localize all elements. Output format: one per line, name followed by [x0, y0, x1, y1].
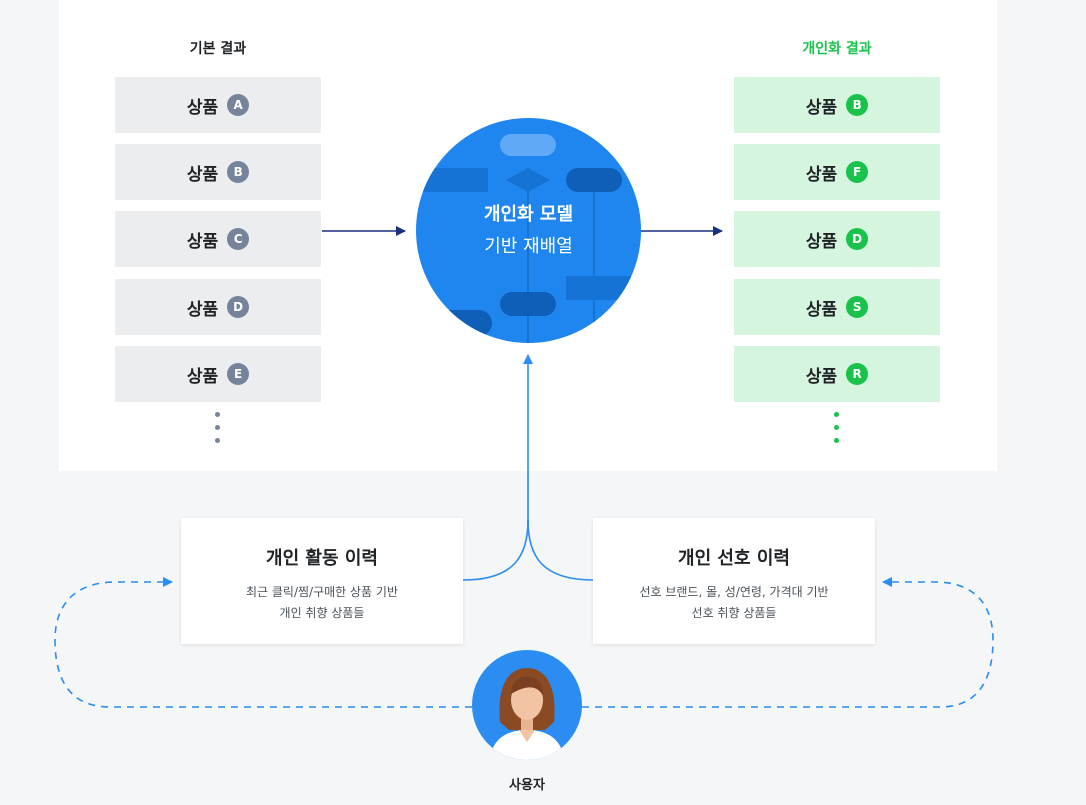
- item-badge: D: [846, 228, 869, 250]
- preference-desc-line1: 선호 브랜드, 몰, 성/연령, 가격대 기반: [639, 585, 829, 599]
- model-title: 개인화 모델: [483, 204, 574, 225]
- item-badge: A: [227, 94, 250, 116]
- base-ellipsis-dots: [215, 412, 221, 451]
- item-label: 상품: [186, 299, 219, 320]
- model-label: 개인화 모델 기반 재배열: [416, 200, 641, 258]
- user-avatar: [472, 650, 582, 760]
- preference-desc-line2: 선호 취향 상품들: [691, 606, 777, 620]
- item-badge: F: [846, 161, 869, 183]
- activity-history-card: 개인 활동 이력 최근 클릭/찜/구매한 상품 기반 개인 취향 상품들: [181, 518, 463, 644]
- base-item: 상품 A: [115, 77, 321, 133]
- base-item: 상품 E: [115, 346, 321, 402]
- flowchart-pattern-icon: [416, 134, 641, 343]
- item-label: 상품: [186, 164, 219, 185]
- item-label: 상품: [805, 164, 838, 185]
- item-badge: R: [846, 363, 869, 385]
- base-item: 상품 D: [115, 279, 321, 335]
- base-item: 상품 B: [115, 144, 321, 200]
- personal-item: 상품 D: [734, 211, 940, 267]
- item-label: 상품: [805, 231, 838, 252]
- personal-item: 상품 R: [734, 346, 940, 402]
- item-badge: C: [227, 228, 250, 250]
- personal-item: 상품 S: [734, 279, 940, 335]
- preference-connector: [527, 519, 594, 581]
- item-label: 상품: [186, 366, 219, 387]
- dashed-loop-right: [582, 577, 994, 708]
- user-label: 사용자: [509, 778, 545, 793]
- item-badge: B: [846, 94, 869, 116]
- personal-ellipsis-dots: [834, 412, 840, 451]
- activity-desc-line2: 개인 취향 상품들: [279, 606, 365, 620]
- woman-avatar-icon: [490, 668, 564, 760]
- preference-card-description: 선호 브랜드, 몰, 성/연령, 가격대 기반 선호 취향 상품들: [593, 582, 875, 624]
- item-badge: B: [227, 161, 250, 183]
- activity-card-description: 최근 클릭/찜/구매한 상품 기반 개인 취향 상품들: [181, 582, 463, 624]
- dashed-loop-left: [54, 577, 472, 708]
- item-label: 상품: [805, 97, 838, 118]
- item-badge: S: [846, 296, 869, 318]
- model-circle: [416, 118, 641, 343]
- item-label: 상품: [186, 97, 219, 118]
- activity-card-title: 개인 활동 이력: [266, 548, 378, 569]
- model-subtitle: 기반 재배열: [484, 236, 573, 257]
- item-label: 상품: [805, 299, 838, 320]
- preference-card-title: 개인 선호 이력: [678, 548, 790, 569]
- activity-desc-line1: 최근 클릭/찜/구매한 상품 기반: [245, 585, 398, 599]
- item-label: 상품: [805, 366, 838, 387]
- item-label: 상품: [186, 231, 219, 252]
- personal-column-title: 개인화 결과: [802, 41, 872, 57]
- item-badge: E: [227, 363, 250, 385]
- item-badge: D: [227, 296, 250, 318]
- base-column-title: 기본 결과: [189, 41, 247, 57]
- personal-item: 상품 F: [734, 144, 940, 200]
- activity-connector: [462, 519, 529, 581]
- personal-item: 상품 B: [734, 77, 940, 133]
- preference-history-card: 개인 선호 이력 선호 브랜드, 몰, 성/연령, 가격대 기반 선호 취향 상…: [593, 518, 875, 644]
- base-item: 상품 C: [115, 211, 321, 267]
